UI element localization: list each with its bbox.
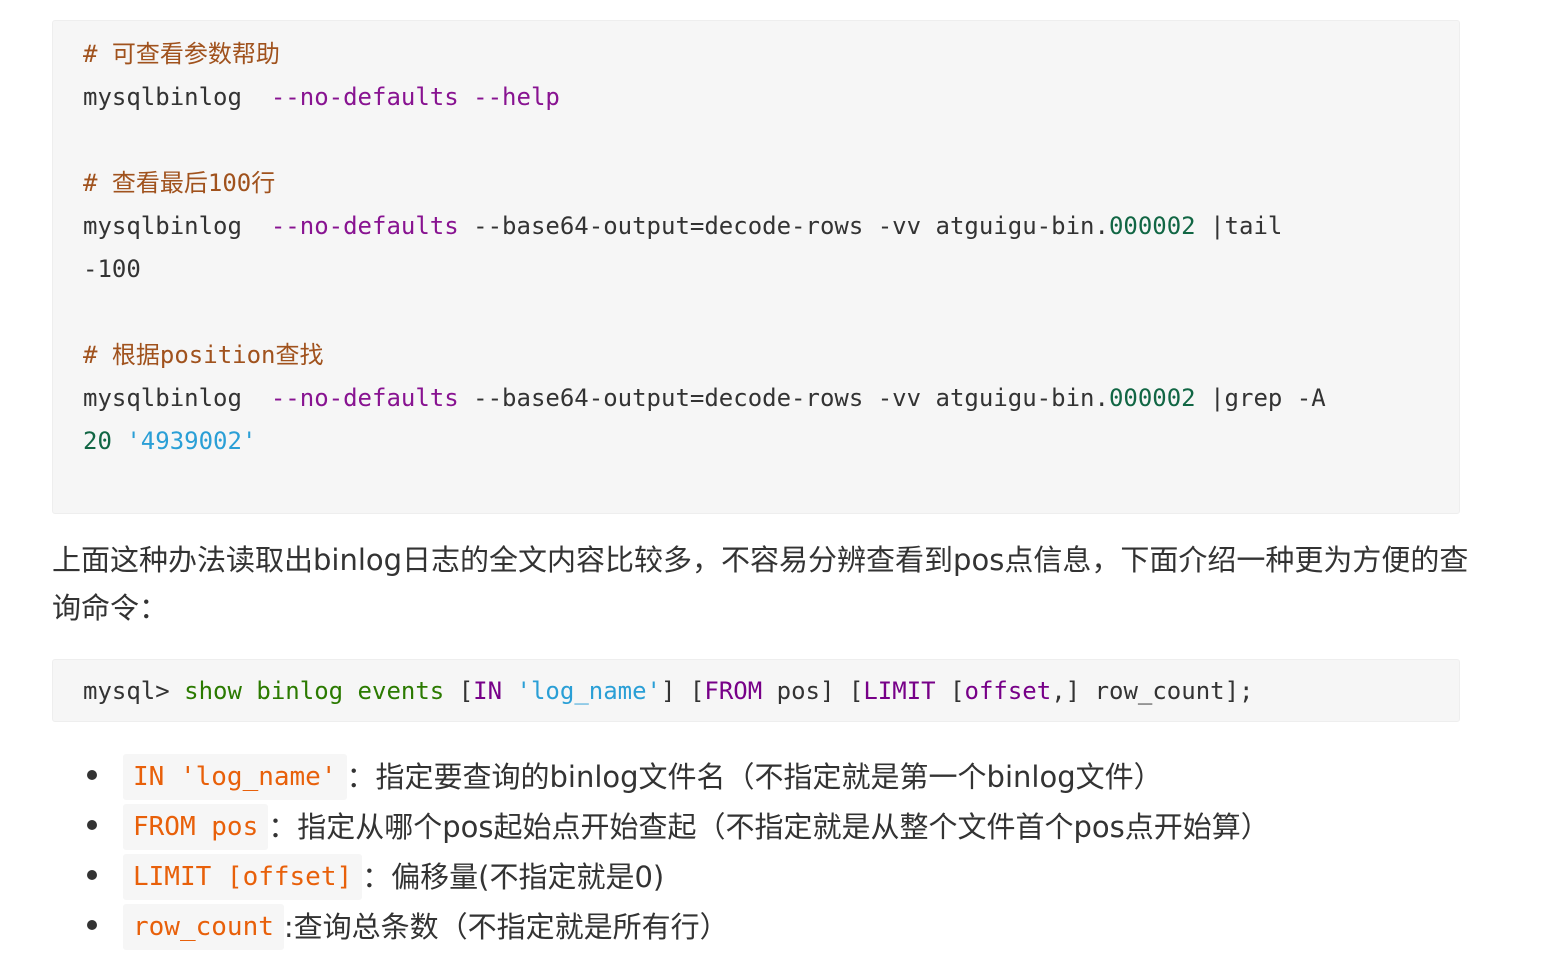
bullet-dot [87, 870, 97, 880]
code-line-grep-wrap: 20 '4939002' [83, 420, 1459, 463]
number: 000002 [1108, 384, 1196, 412]
keyword: show binlog events [184, 677, 445, 705]
code-line-grep: mysqlbinlog --no-defaults --base64-outpu… [83, 377, 1459, 420]
command: mysqlbinlog [83, 384, 242, 412]
list-item: row_count:查询总条数（不指定就是所有行） [52, 900, 1270, 950]
description-paragraph: 上面这种办法读取出binlog日志的全文内容比较多，不容易分辨查看到pos点信息… [52, 543, 1469, 625]
blank-line [83, 291, 1459, 334]
code-line-tail-wrap: -100 [83, 248, 1459, 291]
punct: ,] [1051, 677, 1081, 705]
list-item-text: ：指定从哪个pos起始点开始查起（不指定就是从整个文件首个pos点开始算） [268, 810, 1270, 844]
punct: ]; [1224, 677, 1254, 705]
option-list: IN 'log_name'：指定要查询的binlog文件名（不指定就是第一个bi… [52, 750, 1270, 950]
bracket: [ [689, 677, 705, 705]
code-block-mysqlbinlog: # 可查看参数帮助 mysqlbinlog --no-defaults --he… [52, 20, 1460, 514]
bracket: ] [819, 677, 835, 705]
dot: . [1094, 212, 1109, 240]
list-item: LIMIT [offset]：偏移量(不指定就是0) [52, 850, 1270, 900]
command: mysqlbinlog [83, 83, 242, 111]
identifier: row_count [1094, 677, 1225, 705]
list-item-text: ：偏移量(不指定就是0) [362, 860, 665, 894]
code-line-tail: mysqlbinlog --no-defaults --base64-outpu… [83, 205, 1459, 248]
comment-text: 可查看参数帮助 [111, 40, 280, 68]
code-block-show-binlog-events: mysql> show binlog events [IN 'log_name'… [52, 659, 1460, 722]
inline-code: LIMIT [offset] [123, 854, 363, 900]
flag: --help [473, 83, 560, 111]
bracket: [ [950, 677, 965, 705]
bullet-dot [87, 820, 97, 830]
comment-hash: # [83, 341, 98, 369]
comment-text: 查看最后 [111, 169, 208, 197]
keyword: FROM [704, 677, 763, 705]
flag: --no-defaults [270, 384, 459, 412]
comment-word: position [159, 341, 276, 369]
number: 000002 [1108, 212, 1196, 240]
number: 20 [83, 427, 112, 455]
bracket: [ [848, 677, 864, 705]
flag: --no-defaults [270, 83, 459, 111]
bracket: ] [661, 677, 676, 705]
string: '4939002' [126, 427, 257, 455]
list-item-text: :查询总条数（不指定就是所有行） [283, 910, 729, 944]
inline-code: IN 'log_name' [123, 754, 347, 800]
code-comment-position: # 根据position查找 [83, 334, 1459, 377]
code-comment-tail: # 查看最后100行 [83, 162, 1459, 205]
pipe-cmd: |grep -A [1210, 384, 1326, 412]
identifier: pos [776, 677, 820, 705]
code-line-help: mysqlbinlog --no-defaults --help [83, 76, 1459, 119]
keyword: LIMIT [863, 677, 936, 705]
comment-text: 根据 [111, 341, 160, 369]
list-item-text: ：指定要查询的binlog文件名（不指定就是第一个binlog文件） [346, 760, 1163, 794]
comment-text: 查找 [275, 341, 324, 369]
args: --base64-output=decode-rows -vv atguigu-… [473, 212, 1095, 240]
comment-hash: # [83, 169, 98, 197]
code-comment-help: # 可查看参数帮助 [83, 33, 1459, 76]
bullet-dot [87, 770, 97, 780]
args: --base64-output=decode-rows -vv atguigu-… [473, 384, 1095, 412]
bracket: [ [458, 677, 474, 705]
list-item: IN 'log_name'：指定要查询的binlog文件名（不指定就是第一个bi… [52, 750, 1270, 800]
bullet-dot [87, 920, 97, 930]
command: mysqlbinlog [83, 212, 242, 240]
keyword: offset [964, 677, 1052, 705]
list-item: FROM pos：指定从哪个pos起始点开始查起（不指定就是从整个文件首个pos… [52, 800, 1270, 850]
prompt: mysql> [83, 677, 170, 705]
pipe-cmd: |tail [1210, 212, 1283, 240]
comment-number: 100 [207, 169, 252, 197]
inline-code: row_count [123, 904, 284, 950]
inline-code: FROM pos [123, 804, 269, 850]
dot: . [1094, 384, 1109, 412]
flag: --no-defaults [270, 212, 459, 240]
comment-text: 行 [251, 169, 276, 197]
args: -100 [83, 255, 141, 283]
comment-hash: # [83, 40, 98, 68]
keyword: IN [473, 677, 503, 705]
blank-line [83, 119, 1459, 162]
string: 'log_name' [516, 677, 662, 705]
